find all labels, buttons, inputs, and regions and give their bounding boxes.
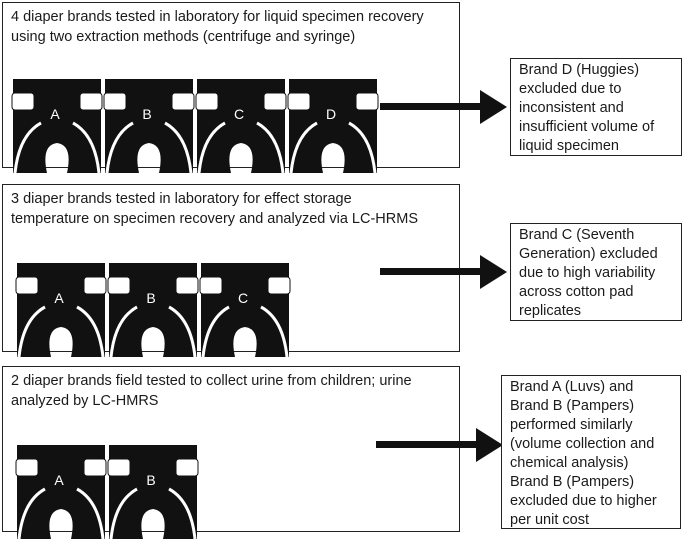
stage-2-result-line: replicates — [519, 303, 582, 319]
diaper-icon: A — [11, 77, 103, 175]
stage-3-title-line-1: 2 diaper brands field tested to collect … — [11, 373, 412, 389]
stage-2-result-box: Brand C (Seventh Generation) excluded du… — [510, 223, 682, 321]
stage-2-arrow-icon — [380, 255, 507, 289]
stage-3-arrow-icon — [376, 428, 503, 462]
stage-3-result-line: Brand B (Pampers) — [510, 474, 635, 490]
diaper-icon: B — [103, 77, 195, 175]
diaper-brand-label: B — [146, 472, 156, 488]
stage-2-title: 3 diaper brands tested in laboratory for… — [11, 189, 418, 229]
stage-3-result-line: per unit cost — [510, 512, 589, 528]
stage-3-result-line: Brand A (Luvs) and — [510, 379, 634, 395]
stage-3-result-line: chemical analysis) — [510, 455, 629, 471]
diaper-icon: C — [195, 77, 287, 175]
stage-1-title: 4 diaper brands tested in laboratory for… — [11, 7, 424, 47]
diaper-brand-label: B — [142, 106, 152, 122]
diaper-icon: B — [107, 443, 199, 541]
diaper-icon: C — [199, 261, 291, 359]
diaper-icon: A — [15, 261, 107, 359]
stage-1-result-line: insufficient volume of — [519, 119, 655, 135]
stage-3-box: 2 diaper brands field tested to collect … — [2, 366, 460, 540]
stage-1-box: 4 diaper brands tested in laboratory for… — [2, 2, 460, 174]
stage-3-result-line: (volume collection and — [510, 436, 655, 452]
diaper-brand-label: A — [54, 472, 64, 488]
stage-3-result-line: performed similarly — [510, 417, 633, 433]
stage-3-title-line-2: analyzed by LC-HMRS — [11, 393, 159, 409]
diaper-brand-label: A — [54, 290, 64, 306]
stage-1-result-box: Brand D (Huggies) excluded due to incons… — [510, 58, 682, 156]
stage-1-result-line: liquid specimen — [519, 138, 619, 154]
diaper-brand-label: C — [237, 290, 249, 306]
diaper-brand-label: A — [50, 106, 60, 122]
stage-2-title-line-2: temperature on specimen recovery and ana… — [11, 211, 418, 227]
stage-2-result-line: Generation) excluded — [519, 246, 658, 262]
diaper-icon: A — [15, 443, 107, 541]
stage-2-result-line: Brand C (Seventh — [519, 227, 635, 243]
stage-2-result-line: due to high variability — [519, 265, 656, 281]
stage-1-title-line-1: 4 diaper brands tested in laboratory for… — [11, 9, 424, 25]
stage-1-result-line: Brand D (Huggies) — [519, 62, 640, 78]
stage-3-title: 2 diaper brands field tested to collect … — [11, 371, 412, 411]
diaper-brand-label: B — [146, 290, 156, 306]
stage-1-title-line-2: using two extraction methods (centrifuge… — [11, 29, 356, 45]
diaper-brand-label: C — [233, 106, 245, 122]
stage-1-result-line: excluded due to — [519, 81, 622, 97]
stage-3-result-box: Brand A (Luvs) and Brand B (Pampers) per… — [501, 375, 681, 529]
diaper-icon: D — [287, 77, 379, 175]
stage-3-result-line: excluded due to higher — [510, 493, 657, 509]
stage-2-result-line: across cotton pad — [519, 284, 634, 300]
stage-1-arrow-icon — [380, 90, 507, 124]
diaper-brand-label: D — [325, 106, 337, 122]
stage-1-result-line: inconsistent and — [519, 100, 624, 116]
stage-2-title-line-1: 3 diaper brands tested in laboratory for… — [11, 191, 352, 207]
stage-3-result-line: Brand B (Pampers) — [510, 398, 635, 414]
diaper-icon: B — [107, 261, 199, 359]
